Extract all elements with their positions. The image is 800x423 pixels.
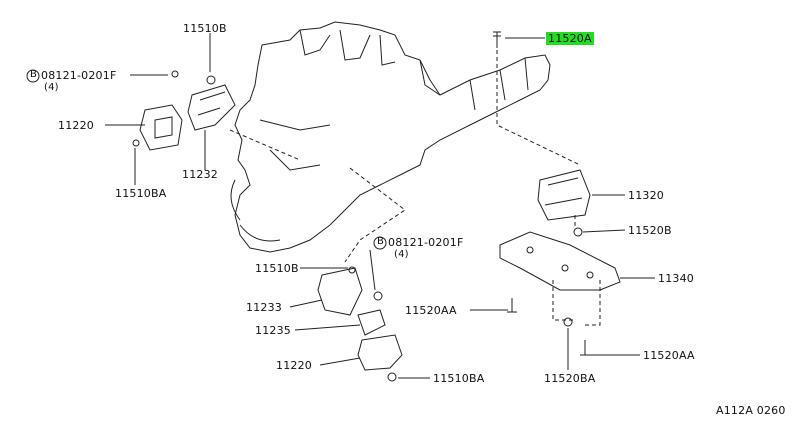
- label-bolt-mid-qty: (4): [394, 249, 409, 260]
- label-11232: 11232: [182, 168, 218, 181]
- label-11340: 11340: [658, 272, 694, 285]
- diagram-code: A112A 0260: [716, 404, 786, 417]
- label-11510b-top: 11510B: [183, 22, 227, 35]
- label-11510ba-bottom: 11510BA: [433, 372, 485, 385]
- label-11235: 11235: [255, 324, 291, 337]
- label-11520a: 11520A: [546, 32, 594, 45]
- label-11520aa-right: 11520AA: [643, 349, 695, 362]
- bracket-11232: [187, 84, 236, 131]
- label-11220-bottom: 11220: [276, 359, 312, 372]
- label-bolt-mid: 08121-0201F: [388, 236, 464, 249]
- bolt-marker-mid: B: [377, 236, 385, 247]
- bolt-marker-top: B: [30, 69, 38, 80]
- label-11320: 11320: [628, 189, 664, 202]
- bracket-11235: [357, 309, 386, 336]
- engine-transmission-outline: [234, 21, 551, 253]
- label-11520aa-left: 11520AA: [405, 304, 457, 317]
- label-11233: 11233: [246, 301, 282, 314]
- label-bolt-top-qty: (4): [44, 82, 59, 93]
- insulator-11220-left: [139, 104, 183, 151]
- label-11510b-mid: 11510B: [255, 262, 299, 275]
- crossmember-11340: [499, 231, 621, 291]
- bracket-11233: [317, 267, 363, 316]
- label-11510ba-left: 11510BA: [115, 187, 167, 200]
- insulator-11320: [537, 169, 591, 221]
- bolt-11520a: [493, 31, 501, 48]
- label-bolt-top: 08121-0201F: [41, 69, 117, 82]
- label-11520b: 11520B: [628, 224, 672, 237]
- label-11220-left: 11220: [58, 119, 94, 132]
- label-11520ba: 11520BA: [544, 372, 596, 385]
- insulator-11220-bottom: [357, 334, 403, 371]
